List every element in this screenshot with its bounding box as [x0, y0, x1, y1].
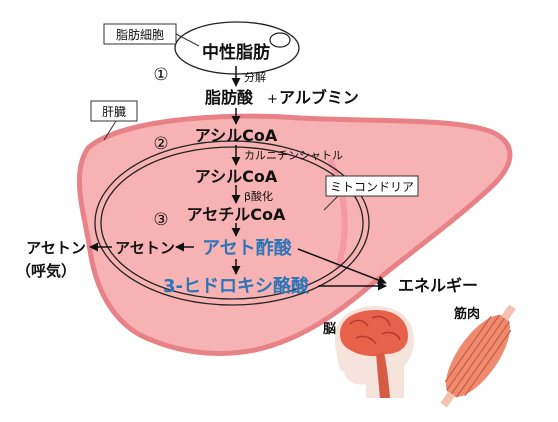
mitochondria-outline — [94, 140, 370, 306]
acetone-inner-label: アセトン — [115, 239, 175, 257]
step-1-marker: ① — [153, 65, 168, 85]
albumin-label: アルブミン — [279, 88, 359, 107]
liver-label-box — [90, 100, 138, 122]
acetoacetic-acid-label: アセト酢酸 — [202, 237, 293, 259]
step-2-marker: ② — [153, 134, 168, 154]
mitochondria-label-box — [325, 175, 419, 197]
acetone-outer-label: アセトン — [26, 239, 86, 257]
breath-label: （呼気） — [16, 262, 76, 280]
beta-oxidation-label: β酸化 — [244, 189, 273, 203]
brain-illustration — [335, 306, 414, 398]
fat-cell-label: 脂肪細胞 — [116, 27, 164, 42]
brain-label: 脳 — [323, 322, 336, 337]
liver-lobe-line — [327, 158, 348, 269]
carnitine-shuttle-label: カルニチンシャトル — [244, 149, 343, 162]
mitochondria-label: ミトコンドリア — [330, 180, 414, 194]
fatty-acid-label: 脂肪酸 — [205, 88, 254, 107]
liver-label: 肝臓 — [102, 105, 126, 119]
muscle-illustration — [440, 304, 516, 408]
step-3-marker: ③ — [153, 210, 168, 230]
mitochondria-outline-inner — [100, 146, 364, 300]
fat-cell-nucleus — [269, 32, 291, 48]
hydroxybutyric-acid-label: 3-ヒドロキシ酪酸 — [163, 275, 310, 297]
plus-sign: + — [267, 92, 278, 107]
energy-label: エネルギー — [398, 276, 478, 295]
decomposition-label: 分解 — [244, 70, 266, 84]
neutral-fat-label: 中性脂肪 — [202, 42, 270, 63]
muscle-label: 筋肉 — [453, 306, 480, 322]
acetyl-coa-label: アセチルCoA — [187, 205, 286, 224]
acyl-coa-label-1: アシルCoA — [195, 126, 278, 145]
acyl-coa-label-2: アシルCoA — [195, 167, 278, 186]
fat-cell-shape — [174, 21, 300, 75]
